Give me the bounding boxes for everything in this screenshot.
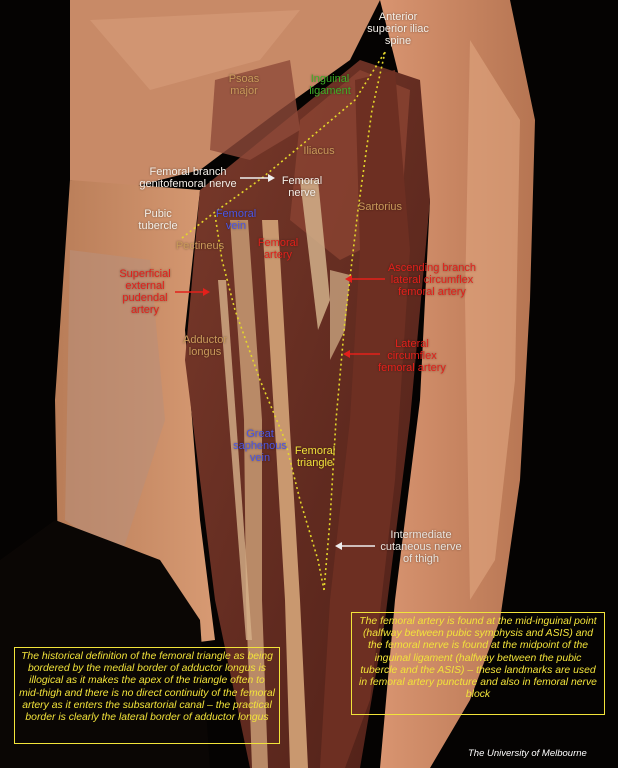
label-ascending-branch-lateral-circumflex-femoral-artery: Ascending branch lateral circumflex femo… [387,262,477,298]
note-box-femoral-triangle-definition: The historical definition of the femoral… [14,647,280,744]
note-box-femoral-landmarks: The femoral artery is found at the mid-i… [351,612,605,715]
arrow-superficial-external-pudendal [175,288,210,296]
arrow-ascending-branch [345,275,385,283]
label-great-saphenous-vein: Great saphenous vein [233,428,287,464]
label-pubic-tubercle: Pubic tubercle [138,208,178,232]
label-sartorius: Sartorius [357,201,403,213]
label-pectineus: Pectineus [175,240,225,252]
label-inguinal-ligament: Inguinal ligament [309,73,351,97]
label-lateral-circumflex-femoral-artery: Lateral circumflex femoral artery [378,338,446,374]
label-anterior-superior-iliac-spine: Anterior superior iliac spine [367,11,429,47]
label-adductor-longus: Adductor longus [182,334,228,358]
label-femoral-nerve: Femoral nerve [281,175,323,199]
arrow-genitofemoral [240,174,275,182]
arrow-intermediate-cutaneous [335,542,375,550]
label-psoas-major: Psoas major [228,73,260,97]
credit-text: The University of Melbourne [468,748,587,759]
label-femoral-vein: Femoral vein [215,208,257,232]
arrow-lateral-circumflex [343,350,380,358]
label-superficial-external-pudendal-artery: Superficial external pudendal artery [119,268,171,316]
label-intermediate-cutaneous-nerve-of-thigh: Intermediate cutaneous nerve of thigh [380,529,462,565]
label-femoral-branch-genitofemoral-nerve: Femoral branch genitofemoral nerve [139,166,237,190]
label-femoral-triangle: Femoral triangle [294,445,336,469]
label-iliacus: Iliacus [303,145,335,157]
label-femoral-artery: Femoral artery [257,237,299,261]
